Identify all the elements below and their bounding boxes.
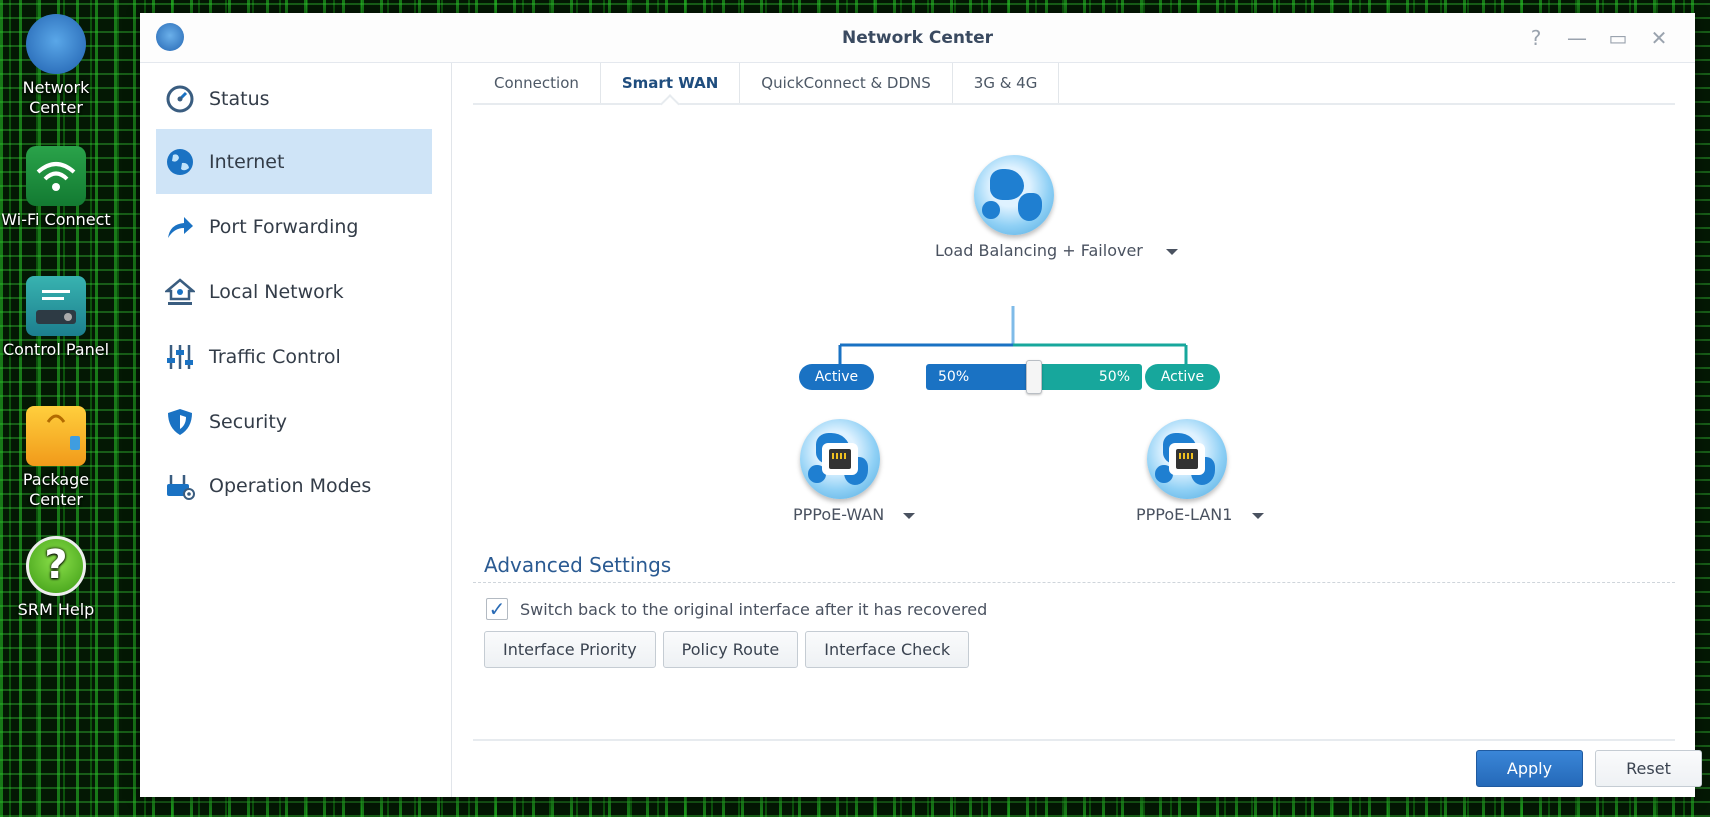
switch-back-checkbox[interactable]: ✓ xyxy=(486,598,508,620)
sliders-icon xyxy=(164,341,196,373)
advanced-settings-title: Advanced Settings xyxy=(484,553,672,577)
desktop-control-panel[interactable]: Control Panel xyxy=(0,276,112,360)
switch-back-label: Switch back to the original interface af… xyxy=(520,599,988,619)
sidebar-item-operation-modes[interactable]: Operation Modes xyxy=(156,453,432,518)
sidebar-item-label: Traffic Control xyxy=(209,345,341,368)
connection-lines xyxy=(838,306,1188,365)
slider-lan1-segment xyxy=(1034,364,1142,390)
slider-handle[interactable] xyxy=(1026,360,1042,394)
desktop-label: Package Center xyxy=(22,470,90,509)
gauge-icon xyxy=(164,83,196,115)
sidebar-item-label: Security xyxy=(209,410,288,433)
globe-icon xyxy=(164,146,196,178)
desktop: Network Center Wi-Fi Connect Control Pan… xyxy=(0,0,140,817)
wan-interface-label: PPPoE-WAN xyxy=(793,505,885,524)
chevron-down-icon xyxy=(903,512,916,519)
sidebar-item-label: Operation Modes xyxy=(209,474,372,497)
tab-quickconnect-ddns[interactable]: QuickConnect & DDNS xyxy=(740,63,953,103)
main-content: Connection Smart WAN QuickConnect & DDNS… xyxy=(453,63,1702,797)
network-center-icon xyxy=(26,14,86,74)
title-bar[interactable]: Network Center ? — ▭ ✕ xyxy=(140,13,1695,63)
tab-3g-4g[interactable]: 3G & 4G xyxy=(953,63,1060,103)
wan-status-badge: Active xyxy=(799,364,874,390)
chevron-down-icon xyxy=(1165,248,1178,255)
help-icon: ? xyxy=(26,536,86,596)
ethernet-port-icon xyxy=(1147,419,1227,499)
ethernet-port-icon xyxy=(800,419,880,499)
load-balance-slider[interactable]: 50% 50% xyxy=(926,360,1142,394)
slider-wan-segment xyxy=(926,364,1034,390)
desktop-label: Network Center xyxy=(22,78,90,117)
wan-percent: 50% xyxy=(938,369,970,385)
lan1-interface-dropdown[interactable]: PPPoE-LAN1 xyxy=(1136,505,1264,524)
sidebar-item-label: Status xyxy=(209,87,270,110)
lan1-percent: 50% xyxy=(1098,369,1130,385)
smart-wan-diagram: Load Balancing + Failover Active Active … xyxy=(453,63,1695,533)
desktop-label: SRM Help xyxy=(17,600,95,619)
sidebar-item-label: Internet xyxy=(209,150,285,173)
control-panel-icon xyxy=(26,276,86,336)
chevron-down-icon xyxy=(1251,512,1264,519)
desktop-network-center[interactable]: Network Center xyxy=(0,14,112,118)
mode-label: Load Balancing + Failover xyxy=(935,241,1143,260)
sidebar: Status Internet Port Forwarding Local Ne… xyxy=(140,63,452,797)
lan1-status-badge: Active xyxy=(1145,364,1220,390)
sidebar-item-port-forwarding[interactable]: Port Forwarding xyxy=(156,194,432,259)
tab-smart-wan[interactable]: Smart WAN xyxy=(601,63,741,103)
shield-icon xyxy=(164,406,196,438)
interface-priority-button[interactable]: Interface Priority xyxy=(484,631,656,668)
sidebar-item-status[interactable]: Status xyxy=(156,66,432,131)
footer-divider xyxy=(473,739,1675,741)
mode-dropdown[interactable]: Load Balancing + Failover xyxy=(935,241,1178,260)
sidebar-item-label: Local Network xyxy=(209,280,344,303)
help-button[interactable]: ? xyxy=(1530,26,1542,50)
switch-back-option[interactable]: ✓ Switch back to the original interface … xyxy=(486,598,987,620)
router-gear-icon xyxy=(164,470,196,502)
maximize-button[interactable]: ▭ xyxy=(1608,26,1628,50)
reset-button[interactable]: Reset xyxy=(1595,750,1702,787)
advanced-buttons: Interface Priority Policy Route Interfac… xyxy=(484,631,970,668)
sidebar-item-internet[interactable]: Internet xyxy=(156,129,432,194)
forward-arrow-icon xyxy=(164,211,196,243)
apply-button[interactable]: Apply xyxy=(1476,750,1583,787)
package-center-icon xyxy=(26,406,86,466)
sidebar-item-label: Port Forwarding xyxy=(209,215,359,238)
desktop-package-center[interactable]: Package Center xyxy=(0,406,112,510)
wan-interface-dropdown[interactable]: PPPoE-WAN xyxy=(793,505,916,524)
sidebar-item-local-network[interactable]: Local Network xyxy=(156,259,432,324)
network-center-window: Network Center ? — ▭ ✕ Status Internet P… xyxy=(140,13,1702,797)
internet-globe-icon xyxy=(974,155,1054,235)
desktop-srm-help[interactable]: ? SRM Help xyxy=(0,536,112,620)
sidebar-item-traffic-control[interactable]: Traffic Control xyxy=(156,324,432,389)
tab-bar: Connection Smart WAN QuickConnect & DDNS… xyxy=(473,63,1675,105)
close-button[interactable]: ✕ xyxy=(1650,26,1668,50)
desktop-wifi-connect[interactable]: Wi-Fi Connect xyxy=(0,146,112,230)
sidebar-item-security[interactable]: Security xyxy=(156,389,432,454)
window-title: Network Center xyxy=(841,28,994,48)
minimize-button[interactable]: — xyxy=(1567,26,1587,50)
desktop-label: Control Panel xyxy=(2,340,110,359)
desktop-label: Wi-Fi Connect xyxy=(1,210,111,229)
home-network-icon xyxy=(164,276,196,308)
interface-check-button[interactable]: Interface Check xyxy=(805,631,970,668)
policy-route-button[interactable]: Policy Route xyxy=(662,631,799,668)
lan1-interface-label: PPPoE-LAN1 xyxy=(1136,505,1233,524)
divider xyxy=(473,582,1675,583)
wifi-icon xyxy=(26,146,86,206)
network-center-app-icon xyxy=(156,23,184,51)
